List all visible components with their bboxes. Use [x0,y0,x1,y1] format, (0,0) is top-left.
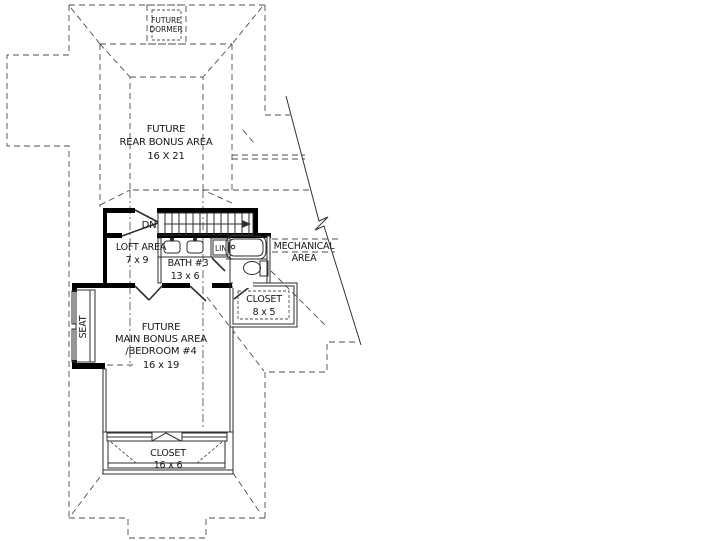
roof-valley-lines [206,270,327,372]
loft-area: LOFT AREA 7 x 9 [116,242,167,266]
label-main-bonus-2: MAIN BONUS AREA [115,334,207,345]
sink-icon [163,240,181,254]
label-closet-upper-2: 8 x 5 [253,307,276,318]
label-mechanical-2: AREA [292,253,318,264]
label-loft-2: 7 x 9 [126,255,149,266]
label-closet-upper-1: CLOSET [246,294,282,305]
mechanical-area: MECHANICAL AREA [272,238,338,264]
label-seat: SEAT [78,315,89,338]
future-dormer: FUTURE DORMER [146,4,187,45]
label-bath-1: BATH #3 [168,258,209,269]
tub-faucet-icon [230,244,236,250]
sink-icon [186,240,204,254]
closet-upper: CLOSET 8 x 5 [229,282,298,328]
label-closet-lower-1: CLOSET [150,448,186,459]
label-loft-1: LOFT AREA [116,242,167,253]
bath-3: LIN BATH #3 13 x 6 [158,235,269,282]
loft-bath-divider [157,237,162,284]
main-room-right-wall [229,326,234,433]
bath-door-leaf-icon [189,285,207,302]
label-rear-bonus-1: FUTURE [147,124,186,135]
bonus-double-door-left-icon [134,285,150,301]
loft-door-leaf-icon [121,222,159,237]
label-linen: LIN [215,244,227,253]
roof-outline [6,4,359,539]
closet-lower: CLOSET 16 x 6 [102,431,234,475]
label-mechanical-1: MECHANICAL [274,241,336,252]
label-stairs-dn: DN [142,220,157,231]
stair-arrowhead-icon [242,220,251,228]
closet-opening-chevron [151,432,182,442]
main-room-left-wall [102,368,107,433]
landing-door-leaf-icon [134,209,159,223]
faucet-icon [170,238,174,241]
label-closet-lower-2: 16 x 6 [154,460,183,471]
break-line [285,95,362,346]
label-dormer-1: FUTURE [151,16,181,25]
label-main-bonus-1: FUTURE [142,322,181,333]
label-bath-2: 13 x 6 [171,271,200,282]
label-rear-bonus-2: REAR BONUS AREA [119,137,212,148]
rear-roof-lines [99,43,313,430]
label-main-bonus-3: /BEDROOM #4 [125,346,196,357]
main-bonus-area: FUTURE MAIN BONUS AREA /BEDROOM #4 16 x … [115,322,207,371]
staircase: DN [142,212,254,236]
label-main-bonus-4: 16 x 19 [143,360,179,371]
window-seat [75,289,96,363]
faucet-icon [193,238,197,241]
walls [72,208,271,433]
bonus-double-door-right-icon [148,285,163,301]
linen-closet [210,237,231,258]
toilet-bowl-icon [243,261,261,275]
label-rear-bonus-3: 16 X 21 [147,151,184,162]
bathtub-inner [228,238,264,257]
rear-bonus-area: FUTURE REAR BONUS AREA 16 X 21 [119,124,213,162]
seat-bay: SEAT [71,289,96,363]
linen-door-leaf-icon [211,257,226,272]
label-dormer-2: DORMER [149,25,182,34]
linen-closet-inner [212,239,229,256]
